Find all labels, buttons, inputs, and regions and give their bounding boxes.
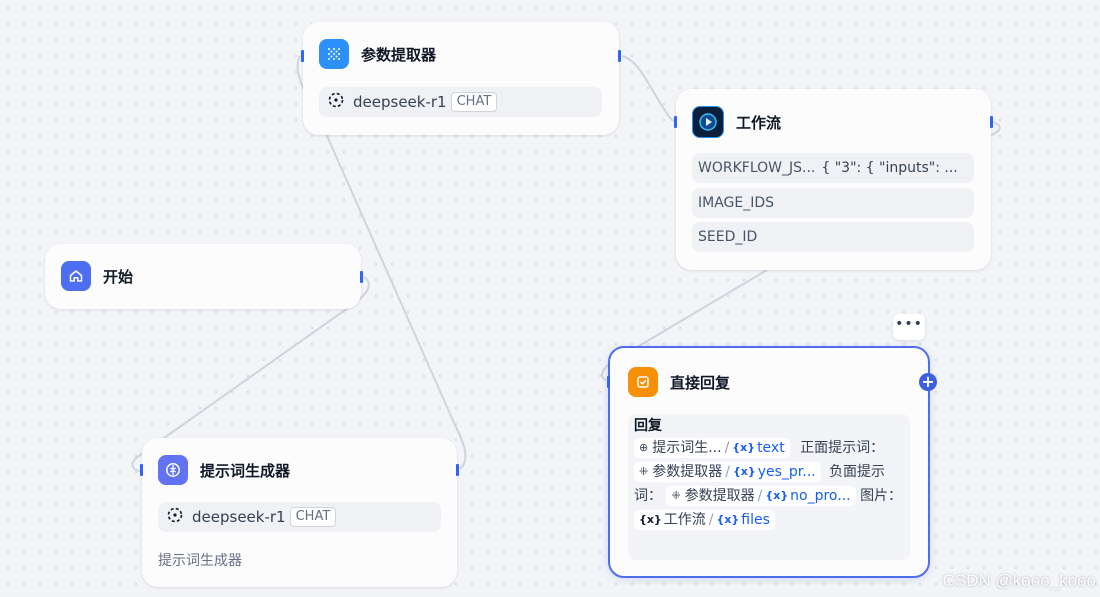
node-header: 直接回复 <box>628 367 730 397</box>
node-header: 开始 <box>61 261 133 291</box>
node-header: 参数提取器 <box>319 39 436 69</box>
workflow-node[interactable]: 工作流 WORKFLOW_JS... { "3": { "inputs": ..… <box>674 89 993 270</box>
workflow-app-icon <box>692 106 724 138</box>
brain-icon <box>158 455 188 485</box>
variable-row: WORKFLOW_JS... { "3": { "inputs": ... <box>692 153 974 183</box>
start-node[interactable]: 开始 <box>45 244 363 309</box>
output-handle[interactable] <box>360 271 363 283</box>
variable-chip[interactable]: ⁜参数提取器/{x}no_pro... <box>666 486 856 506</box>
direct-reply-node[interactable]: 直接回复 回复 ⊕提示词生.../{x}text 正面提示词： ⁜参数提取器/{… <box>607 346 937 578</box>
model-mode-badge: CHAT <box>289 507 337 527</box>
node-more-options-button[interactable]: ••• <box>893 314 925 340</box>
brain-icon: ⊕ <box>639 441 649 454</box>
input-handle[interactable] <box>140 464 143 476</box>
input-handle[interactable] <box>674 116 677 128</box>
node-title: 参数提取器 <box>361 45 437 64</box>
home-icon <box>61 261 91 291</box>
node-header: 提示词生成器 <box>158 455 290 485</box>
reply-content[interactable]: 回复 ⊕提示词生.../{x}text 正面提示词： ⁜参数提取器/{x}yes… <box>628 414 910 560</box>
reply-label: 回复 <box>634 418 662 434</box>
output-handle[interactable] <box>456 464 459 476</box>
variable-name: SEED_ID <box>698 229 758 245</box>
model-selector[interactable]: deepseek-r1 CHAT <box>319 87 602 117</box>
reply-icon <box>628 367 658 397</box>
input-handle[interactable] <box>301 50 304 62</box>
input-handle[interactable] <box>607 376 610 388</box>
node-title: 直接回复 <box>670 373 731 392</box>
grid-icon: ⁜ <box>639 465 649 478</box>
static-text: 图片： <box>860 488 903 504</box>
variable-icon: {x} <box>765 489 789 502</box>
variable-row: IMAGE_IDS <box>692 188 974 218</box>
variable-chip[interactable]: ⁜参数提取器/{x}yes_pr... <box>634 462 821 482</box>
variable-value: { "3": { "inputs": ... <box>821 160 958 176</box>
variable-name: WORKFLOW_JS... <box>698 160 816 176</box>
node-title: 提示词生成器 <box>200 461 291 480</box>
variable-row: SEED_ID <box>692 222 974 252</box>
variable-chip[interactable]: ⊕提示词生.../{x}text <box>634 438 790 458</box>
param-extractor-node[interactable]: 参数提取器 deepseek-r1 CHAT <box>301 22 621 135</box>
variable-name: IMAGE_IDS <box>698 195 775 211</box>
variable-icon: {x} <box>732 465 756 478</box>
variable-chip[interactable]: {x}工作流/{x}files <box>634 510 775 530</box>
static-text: 正面提示词： <box>800 440 885 456</box>
output-handle[interactable] <box>618 50 621 62</box>
static-text: 负面提示词： <box>634 464 886 504</box>
node-header: 工作流 <box>692 106 781 138</box>
model-selector[interactable]: deepseek-r1 CHAT <box>158 502 441 532</box>
node-description: 提示词生成器 <box>158 553 242 569</box>
grid-icon <box>319 39 349 69</box>
variable-icon: {x} <box>639 513 662 526</box>
variable-icon: {x} <box>732 441 756 454</box>
model-provider-icon <box>327 91 345 113</box>
model-mode-badge: CHAT <box>450 92 498 112</box>
prompt-generator-node[interactable]: 提示词生成器 deepseek-r1 CHAT 提示词生成器 <box>140 438 459 587</box>
model-provider-icon <box>166 506 184 528</box>
node-title: 工作流 <box>736 113 782 132</box>
add-next-node-button[interactable]: + <box>919 373 937 391</box>
model-name: deepseek-r1 <box>353 93 447 111</box>
model-name: deepseek-r1 <box>192 508 286 526</box>
watermark: CSDN @kooo_kooo <box>942 571 1096 590</box>
reply-template-text: ⊕提示词生.../{x}text 正面提示词： ⁜参数提取器/{x}yes_pr… <box>634 436 904 532</box>
variable-icon: {x} <box>716 513 740 526</box>
output-handle[interactable] <box>990 116 993 128</box>
node-title: 开始 <box>103 267 134 286</box>
edge-param-extractor-to-workflow <box>621 55 679 123</box>
grid-icon: ⁜ <box>671 489 681 502</box>
